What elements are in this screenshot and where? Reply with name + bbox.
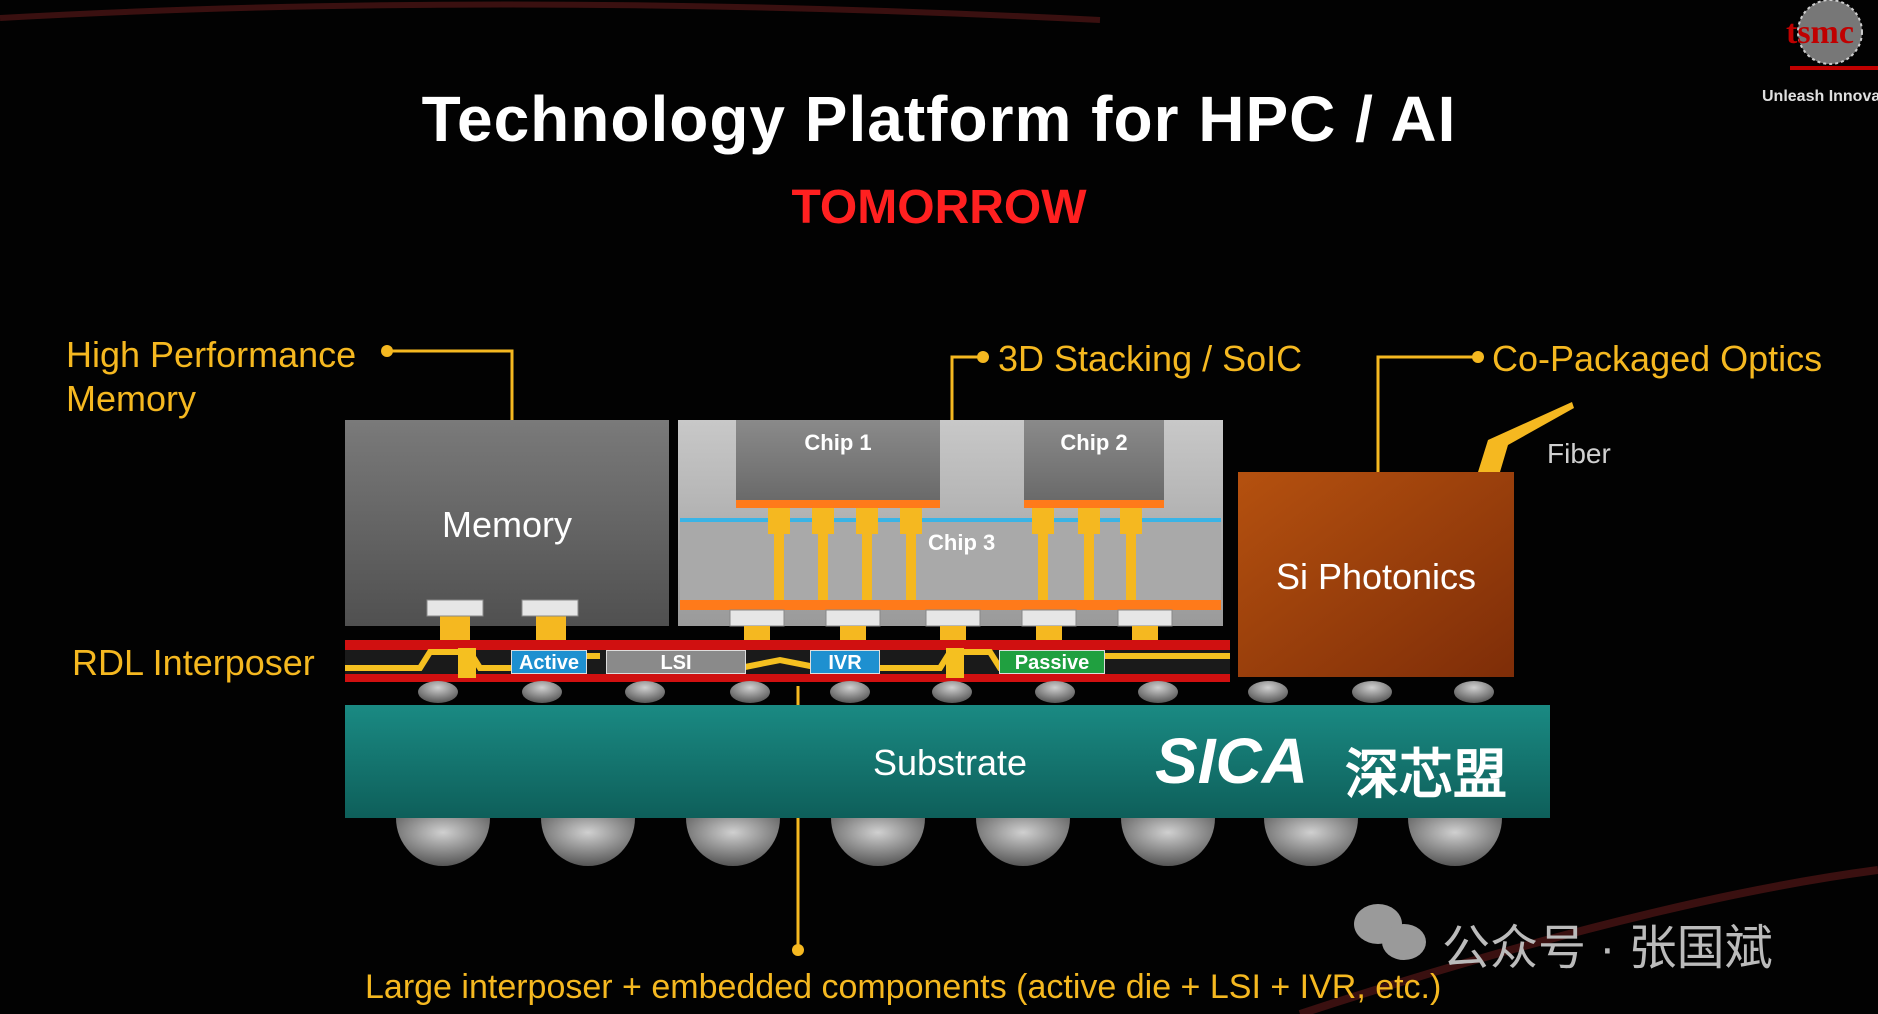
- tsmc-globe-icon: [1790, 0, 1878, 70]
- page-subtitle: TOMORROW: [791, 181, 1087, 234]
- substrate-block: [345, 705, 1550, 818]
- cpo-callout-dot: [1472, 351, 1484, 363]
- chip2-label: Chip 2: [1060, 430, 1128, 455]
- c4-bumps: [418, 681, 1494, 703]
- chip1-die: [736, 420, 940, 500]
- page-title: Technology Platform for HPC / AI: [421, 83, 1457, 155]
- soic-callout-line: [950, 355, 980, 420]
- si-photonics-label: Si Photonics: [1275, 556, 1477, 597]
- soic-callout-dot: [977, 351, 989, 363]
- cpo-label: Co-Packaged Optics: [1492, 338, 1823, 379]
- tsmc-logo-text: tsmc: [1786, 14, 1854, 51]
- bga-balls: [396, 818, 1502, 866]
- cpo-callout-line: [1376, 355, 1478, 472]
- memory-label: Memory: [441, 504, 572, 545]
- hbm-callout-dot: [381, 345, 393, 357]
- sica-watermark: SICA: [1155, 725, 1308, 797]
- tsv-pillars: [768, 508, 1142, 600]
- interposer-callout-dot: [792, 944, 804, 956]
- lsi-tag: LSI: [606, 650, 746, 674]
- hbm-label-line1: High Performance: [66, 334, 357, 375]
- substrate-label: Substrate: [872, 742, 1028, 783]
- wechat-watermark: 公众号 · 张国斌: [1442, 922, 1773, 975]
- chip1-label: Chip 1: [804, 430, 872, 455]
- decor-swoosh-top: [0, 1, 1101, 23]
- rdl-interposer-label: RDL Interposer: [72, 642, 315, 683]
- decor-swoosh-bottom: [1298, 866, 1878, 1014]
- ivr-tag: IVR: [810, 650, 880, 674]
- chip2-die: [1024, 420, 1164, 500]
- hbm-label-line2: Memory: [66, 378, 197, 419]
- passive-tag: Passive: [999, 650, 1105, 674]
- si-photonics-block: [1238, 472, 1514, 677]
- chip3-label: Chip 3: [928, 530, 996, 555]
- fiber: [1478, 402, 1574, 472]
- tsmc-tagline: Unleash Innovati: [1762, 88, 1878, 105]
- memory-block: [345, 420, 669, 626]
- fiber-label: Fiber: [1547, 438, 1611, 469]
- hbm-callout-line: [387, 349, 514, 420]
- sica-cn-watermark: 深芯盟: [1345, 745, 1507, 805]
- soic-label: 3D Stacking / SoIC: [998, 338, 1303, 379]
- active-die-tag: Active: [511, 650, 587, 674]
- wechat-icon: [1354, 904, 1426, 960]
- interposer-description: Large interposer + embedded components (…: [365, 968, 1442, 1006]
